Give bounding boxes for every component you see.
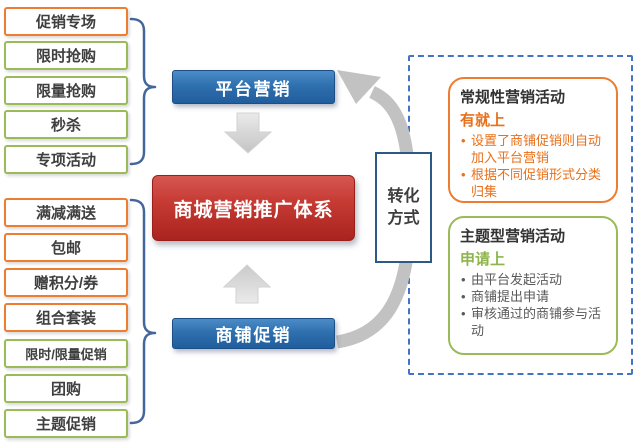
promo-item: 主题促销 bbox=[4, 409, 128, 438]
promo-item: 赠积分/券 bbox=[4, 268, 128, 297]
conversion-method-box: 转化 方式 bbox=[375, 152, 432, 263]
regular-activities-card: 常规性营销活动 有就上 设置了商铺促销则自动加入平台营销 根据不同促销形式分类归… bbox=[448, 77, 618, 203]
promo-item: 满减满送 bbox=[4, 198, 128, 227]
core-system-box: 商城营销推广体系 bbox=[152, 175, 355, 241]
themed-activities-card: 主题型营销活动 申请上 由平台发起活动 商铺提出申请 审核通过的商铺参与活动 bbox=[448, 216, 618, 355]
down-arrow-icon bbox=[223, 112, 273, 154]
conversion-label-line1: 转化 bbox=[387, 187, 420, 205]
platform-marketing-box: 平台营销 bbox=[172, 70, 335, 104]
promo-item: 限时/限量促销 bbox=[4, 339, 128, 368]
themed-card-title: 主题型营销活动 bbox=[460, 228, 566, 245]
bullet-item: 设置了商铺促销则自动加入平台营销 bbox=[460, 133, 606, 167]
promo-item: 限时抢购 bbox=[4, 41, 128, 70]
brace-top-icon bbox=[129, 17, 157, 166]
up-arrow-icon bbox=[222, 264, 272, 304]
promo-item: 团购 bbox=[4, 374, 128, 403]
promo-item: 秒杀 bbox=[4, 110, 128, 139]
promo-item: 限量抢购 bbox=[4, 76, 128, 105]
conversion-label-line2: 方式 bbox=[387, 209, 420, 227]
promo-item: 促销专场 bbox=[4, 7, 128, 36]
bullet-item: 审核通过的商铺参与活动 bbox=[460, 306, 606, 340]
promo-item: 专项活动 bbox=[4, 145, 128, 174]
bullet-item: 商铺提出申请 bbox=[460, 289, 606, 306]
bullet-item: 由平台发起活动 bbox=[460, 272, 606, 289]
promo-item: 包邮 bbox=[4, 233, 128, 262]
regular-card-title: 常规性营销活动 bbox=[460, 89, 566, 106]
themed-card-subtitle: 申请上 bbox=[460, 251, 506, 268]
bullet-item: 根据不同促销形式分类归集 bbox=[460, 167, 606, 201]
promo-item: 组合套装 bbox=[4, 303, 128, 332]
shop-promotion-box: 商铺促销 bbox=[172, 318, 335, 349]
themed-card-bullets: 由平台发起活动 商铺提出申请 审核通过的商铺参与活动 bbox=[460, 272, 606, 340]
regular-card-subtitle: 有就上 bbox=[460, 112, 506, 129]
regular-card-bullets: 设置了商铺促销则自动加入平台营销 根据不同促销形式分类归集 bbox=[460, 133, 606, 201]
